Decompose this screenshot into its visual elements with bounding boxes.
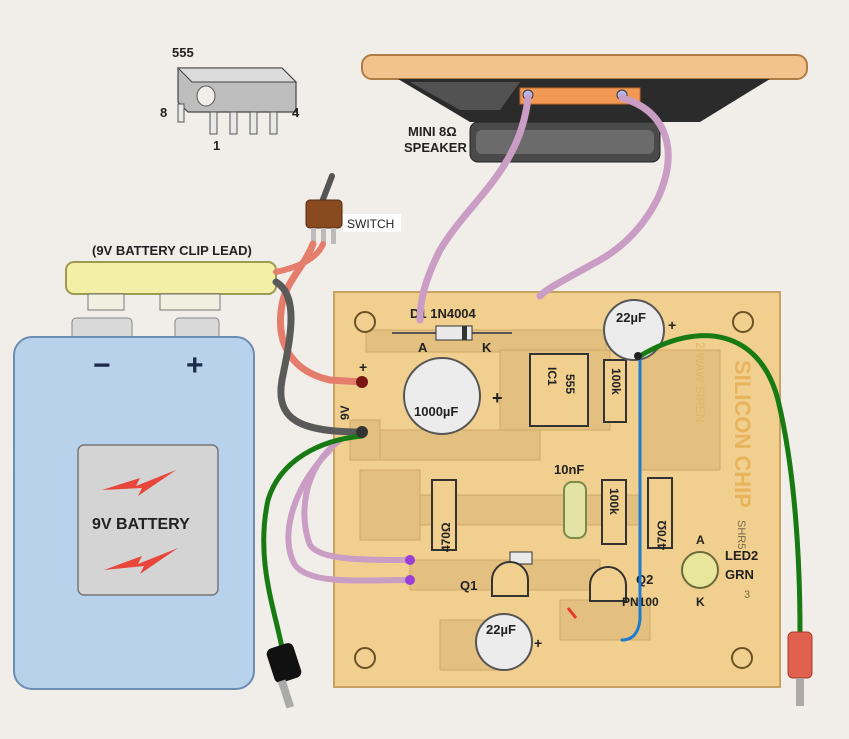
- battery-clip-label: (9V BATTERY CLIP LEAD): [92, 243, 252, 258]
- capacitor-1000uf-label: 1000µF: [414, 404, 458, 419]
- switch: SWITCH: [305, 173, 401, 244]
- led2: A K LED2 GRN: [681, 533, 758, 609]
- lightning-icon-bottom: [104, 548, 178, 574]
- diode-d1-anode: A: [418, 340, 428, 355]
- board-brand-text: SILICON CHIP: [730, 360, 755, 508]
- diode-d1: D1 1N4004 A K: [392, 306, 512, 355]
- diode-d1-cathode: K: [482, 340, 492, 355]
- battery-plus-sign: +: [186, 349, 204, 382]
- capacitor-1000uf: 1000µF + +: [359, 357, 503, 435]
- speaker-label-line-1: MINI 8Ω: [408, 124, 457, 139]
- capacitor-1000uf-plus: +: [492, 388, 503, 408]
- speaker-label-line-2: SPEAKER: [404, 140, 467, 155]
- battery-clip: [65, 261, 277, 311]
- resistor-100k-top-label: 100k: [609, 368, 623, 395]
- capacitor-22uf-bottom-label: 22µF: [486, 622, 516, 637]
- capacitor-10nf: 10nF: [554, 462, 587, 539]
- transistor-q1-label: Q1: [460, 578, 477, 593]
- ic-pin-4: 4: [292, 105, 300, 120]
- board-title-text: 2-WAW SIREN: [693, 342, 707, 422]
- battery-minus-sign: −: [93, 349, 111, 382]
- resistor-100k-mid: 100k: [601, 479, 627, 545]
- ic-pin-8: 8: [160, 105, 167, 120]
- wire-green-left: [261, 433, 365, 651]
- capacitor-22uf-top-plus: +: [668, 317, 676, 333]
- capacitor-22uf-top-label: 22µF: [616, 310, 646, 325]
- transistor-q1: Q1: [460, 561, 529, 597]
- solder-points: [356, 352, 642, 585]
- capacitor-22uf-bottom-plus: +: [534, 635, 542, 651]
- wire-pink-speaker-right: [536, 94, 672, 300]
- led-label-1: LED2: [725, 548, 758, 563]
- resistor-470-left-label: 470Ω: [439, 522, 453, 552]
- led-anode: A: [696, 533, 705, 547]
- ic1-label: IC1: [545, 367, 559, 386]
- supply-label: 9V: [338, 405, 352, 420]
- diode-d1-label: D1 1N4004: [410, 306, 477, 321]
- wires: [261, 94, 803, 651]
- wire-pink-speaker-left: [416, 94, 532, 324]
- capacitor-22uf-top: 22µF +: [603, 299, 676, 361]
- capacitor-10nf-label: 10nF: [554, 462, 584, 477]
- capacitor-22uf-bottom: 22µF +: [475, 613, 542, 671]
- supply-plus-marker: +: [359, 359, 367, 375]
- battery-label: 9V BATTERY: [92, 516, 190, 533]
- ic1-555: IC1 555: [529, 353, 589, 427]
- resistor-100k-mid-label: 100k: [607, 488, 621, 515]
- wire-black: [272, 278, 366, 436]
- ic1-part: 555: [563, 374, 577, 394]
- ic-pin-1: 1: [213, 138, 220, 153]
- probe-red: [787, 631, 813, 706]
- board-code-digit: 3: [744, 589, 750, 601]
- resistor-470-right-label: 470Ω: [655, 520, 669, 550]
- wire-blue: [620, 356, 642, 642]
- resistor-100k-top: 100k: [603, 359, 627, 423]
- ic-555-pinout: 555 8 4 1: [160, 45, 300, 153]
- resistor-470-left: 470Ω: [431, 479, 457, 552]
- pcb-board: D1 1N4004 A K 1000µF + + IC1 555 100k 22…: [333, 291, 781, 688]
- wire-pink-lower-2: [285, 447, 413, 584]
- probe-black: [266, 643, 302, 709]
- led-cathode: K: [696, 595, 705, 609]
- board-code-text: SHR5: [735, 520, 747, 549]
- speaker: MINI 8Ω SPEAKER: [361, 54, 808, 163]
- battery: − + 9V BATTERY: [13, 317, 255, 690]
- wire-green-right: [637, 333, 803, 635]
- led-label-2: GRN: [725, 567, 754, 582]
- ic-pinout-name: 555: [172, 45, 194, 60]
- resistor-470-right: 470Ω: [647, 477, 673, 550]
- switch-label: SWITCH: [347, 217, 394, 231]
